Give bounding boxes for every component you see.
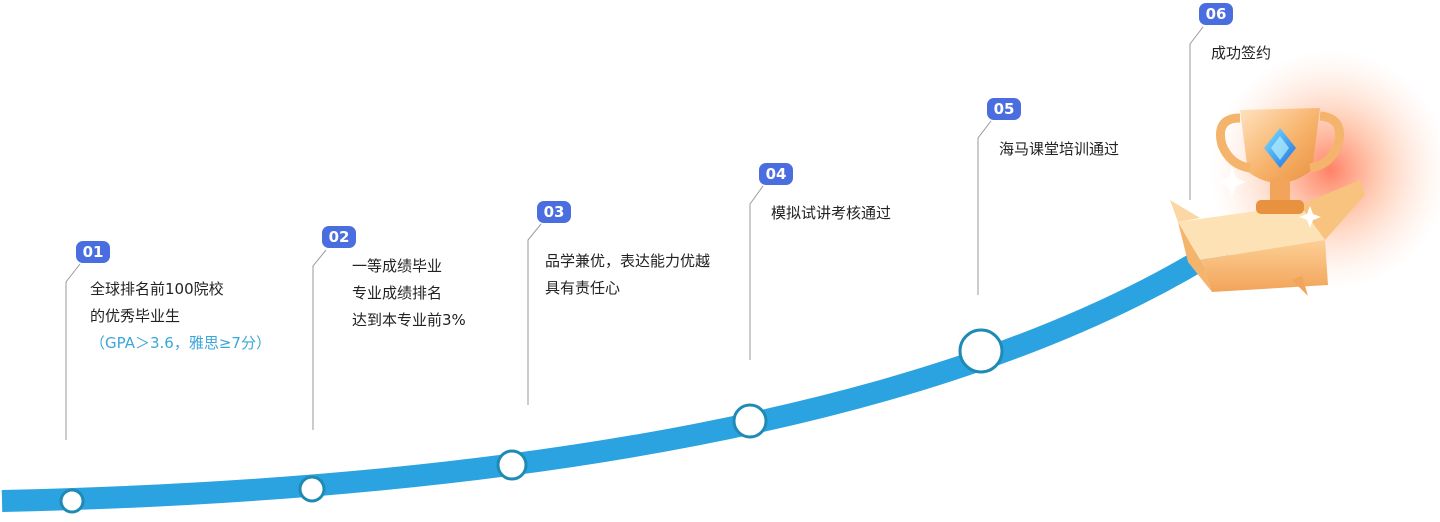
milestone-node-03 [496,449,528,481]
step-badge-05: 05 [987,98,1021,120]
progress-path [1,235,1231,512]
connector-06 [1189,26,1204,200]
connector-05 [977,120,992,295]
step-01-line-1: 全球排名前100院校 [90,280,224,298]
step-05-line-1: 海马课堂培训通过 [999,140,1120,158]
connector-01 [65,263,81,440]
step-02-line-3: 达到本专业前3% [352,311,466,329]
milestone-node-01 [59,488,85,514]
step-badge-02: 02 [322,226,356,248]
step-badge-01: 01 [76,241,110,263]
step-03-line-1: 品学兼优，表达能力优越 [545,252,711,270]
step-06-line-1: 成功签约 [1211,44,1272,62]
connector-02 [312,249,327,430]
milestone-node-04 [732,403,768,439]
connector-03 [527,223,542,405]
connector-04 [749,185,764,360]
step-description-02: 一等成绩毕业 专业成绩排名 达到本专业前3% [352,253,466,334]
milestone-node-02 [298,475,326,503]
connector-lines [65,26,1204,440]
step-03-line-2: 具有责任心 [545,279,621,297]
step-description-03: 品学兼优，表达能力优越 具有责任心 [545,248,710,302]
step-description-05: 海马课堂培训通过 [999,136,1119,163]
step-badge-04: 04 [759,163,793,185]
step-badge-03: 03 [537,201,571,223]
step-description-04: 模拟试讲考核通过 [771,200,891,227]
step-02-line-1: 一等成绩毕业 [352,257,443,275]
trophy-icon [1170,108,1365,296]
milestone-node-05 [958,328,1004,374]
step-01-note: （GPA＞3.6，雅思≥7分） [90,334,271,352]
step-description-01: 全球排名前100院校 的优秀毕业生 （GPA＞3.6，雅思≥7分） [90,276,271,357]
step-01-line-2: 的优秀毕业生 [90,307,181,325]
step-04-line-1: 模拟试讲考核通过 [771,204,892,222]
step-badge-06: 06 [1199,3,1233,25]
step-02-line-2: 专业成绩排名 [352,284,443,302]
step-description-06: 成功签约 [1211,40,1271,67]
milestone-nodes [59,328,1004,514]
